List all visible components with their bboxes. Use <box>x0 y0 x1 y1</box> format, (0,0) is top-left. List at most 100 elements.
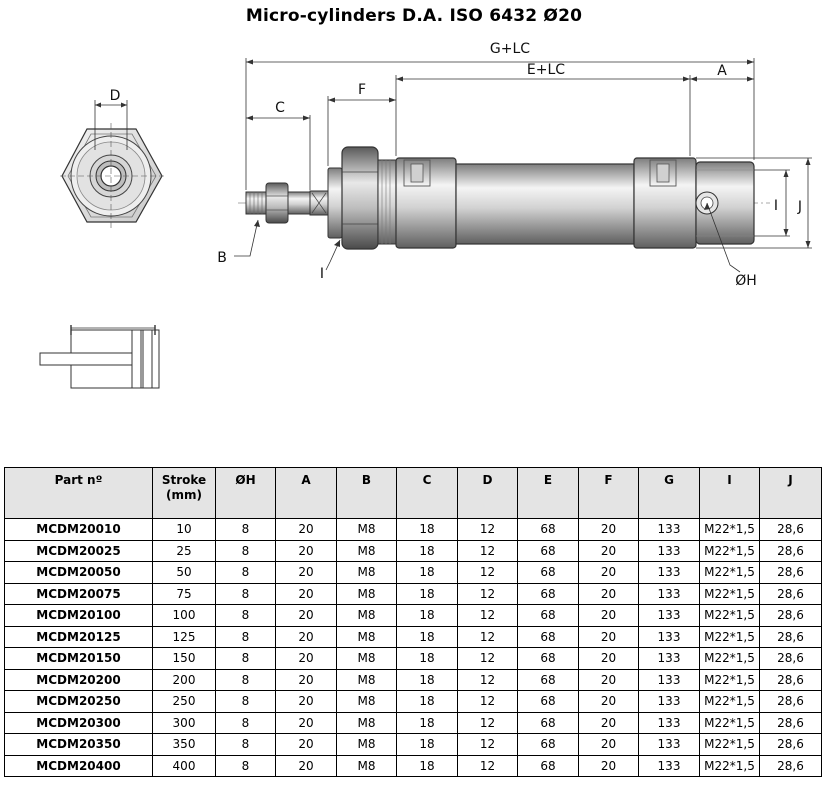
table-cell: M22*1,5 <box>699 690 760 713</box>
column-header: Part nº <box>4 467 153 519</box>
table-cell: M22*1,5 <box>699 668 760 691</box>
table-cell: 133 <box>638 604 700 627</box>
table-cell: 8 <box>215 625 276 648</box>
table-cell: 20 <box>275 668 337 691</box>
dimension-lines <box>234 58 812 273</box>
table-cell: 133 <box>638 625 700 648</box>
table-cell: 18 <box>396 561 458 584</box>
part-number-cell: MCDM20010 <box>4 518 153 541</box>
cylinder-symbol <box>39 325 160 389</box>
table-cell: 20 <box>578 518 639 541</box>
table-cell: 28,6 <box>759 711 822 734</box>
table-cell: 350 <box>152 733 216 756</box>
table-cell: 133 <box>638 582 700 605</box>
dim-label-a: A <box>717 63 727 79</box>
table-cell: M8 <box>336 539 397 562</box>
column-header: ØH <box>215 467 276 519</box>
part-number-cell: MCDM20200 <box>4 668 153 691</box>
table-cell: 50 <box>152 561 216 584</box>
table-cell: M22*1,5 <box>699 625 760 648</box>
column-header: J <box>759 467 822 519</box>
table-cell: 8 <box>215 518 276 541</box>
table-cell: 20 <box>578 647 639 670</box>
table-cell: 250 <box>152 690 216 713</box>
table-cell: 20 <box>275 733 337 756</box>
table-cell: 125 <box>152 625 216 648</box>
dim-label-c: C <box>275 100 285 116</box>
table-cell: 20 <box>275 604 337 627</box>
table-cell: 400 <box>152 754 216 777</box>
table-cell: 25 <box>152 539 216 562</box>
table-cell: 68 <box>517 668 579 691</box>
front-view-hex <box>60 100 164 229</box>
table-cell: 20 <box>578 561 639 584</box>
dim-label-i-right: I <box>774 198 778 214</box>
table-cell: 28,6 <box>759 604 822 627</box>
table-cell: 68 <box>517 582 579 605</box>
table-cell: 133 <box>638 518 700 541</box>
table-cell: 18 <box>396 625 458 648</box>
table-cell: M22*1,5 <box>699 518 760 541</box>
table-cell: 20 <box>578 539 639 562</box>
cylinder-technical-drawing: D <box>39 41 812 389</box>
table-cell: 100 <box>152 604 216 627</box>
table-cell: 150 <box>152 647 216 670</box>
page-title: Micro-cylinders D.A. ISO 6432 Ø20 <box>245 6 583 26</box>
column-header: A <box>275 467 337 519</box>
table-cell: 68 <box>517 625 579 648</box>
table-cell: 8 <box>215 711 276 734</box>
table-cell: 8 <box>215 647 276 670</box>
table-cell: 133 <box>638 668 700 691</box>
table-cell: 133 <box>638 711 700 734</box>
column-header: D <box>457 467 518 519</box>
table-cell: 20 <box>275 582 337 605</box>
part-number-cell: MCDM20400 <box>4 754 153 777</box>
table-cell: 8 <box>215 582 276 605</box>
table-cell: 12 <box>457 647 518 670</box>
table-cell: 28,6 <box>759 539 822 562</box>
table-cell: 20 <box>578 711 639 734</box>
table-cell: 20 <box>275 711 337 734</box>
table-cell: M8 <box>336 690 397 713</box>
table-cell: M8 <box>336 668 397 691</box>
table-cell: 200 <box>152 668 216 691</box>
dim-label-j: J <box>797 199 802 215</box>
table-cell: M8 <box>336 733 397 756</box>
table-cell: 28,6 <box>759 690 822 713</box>
table-cell: M22*1,5 <box>699 647 760 670</box>
table-cell: 68 <box>517 754 579 777</box>
table-cell: 28,6 <box>759 733 822 756</box>
table-cell: 68 <box>517 733 579 756</box>
part-number-cell: MCDM20150 <box>4 647 153 670</box>
table-cell: 20 <box>275 561 337 584</box>
table-cell: M8 <box>336 625 397 648</box>
column-header: G <box>638 467 700 519</box>
table-cell: 20 <box>578 754 639 777</box>
table-cell: 28,6 <box>759 754 822 777</box>
table-cell: 12 <box>457 539 518 562</box>
table-cell: 8 <box>215 539 276 562</box>
table-cell: 8 <box>215 690 276 713</box>
column-header: Stroke (mm) <box>152 467 216 519</box>
table-cell: M22*1,5 <box>699 711 760 734</box>
table-cell: 20 <box>578 733 639 756</box>
table-cell: 133 <box>638 647 700 670</box>
table-cell: 68 <box>517 604 579 627</box>
table-cell: 18 <box>396 604 458 627</box>
table-cell: 12 <box>457 754 518 777</box>
dim-label-i-bottom: I <box>320 266 324 282</box>
column-header: E <box>517 467 579 519</box>
table-cell: 68 <box>517 561 579 584</box>
dimension-arrows <box>246 59 811 248</box>
table-cell: M8 <box>336 518 397 541</box>
table-cell: 12 <box>457 518 518 541</box>
table-cell: 12 <box>457 733 518 756</box>
